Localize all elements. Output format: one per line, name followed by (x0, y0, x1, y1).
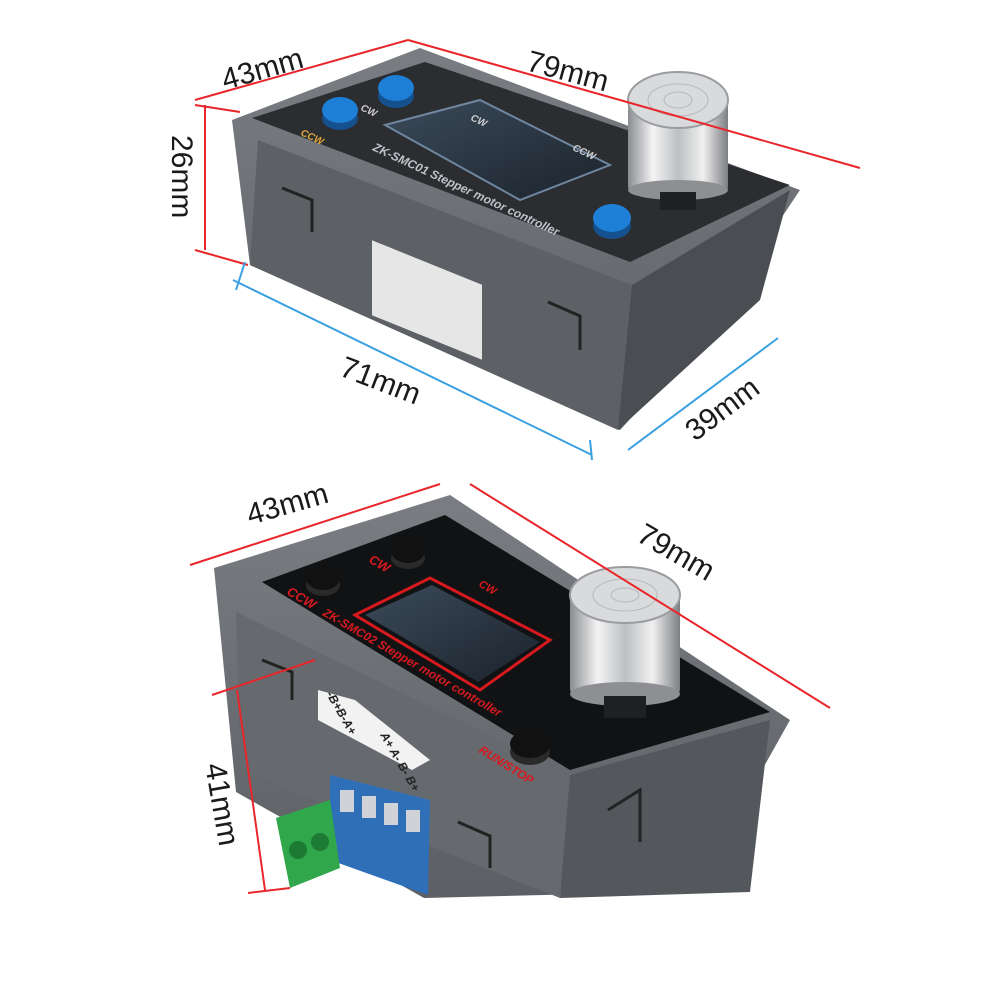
bottom-clip-slot-left (261, 658, 294, 700)
top-clip-slot-left (281, 186, 314, 232)
top-case-right (618, 190, 790, 430)
top-dim-cutout-length: 71mm (335, 351, 425, 412)
top-clip-slot-right (547, 300, 582, 350)
top-dim-cutout-depth: 39mm (679, 371, 765, 448)
bottom-button-run-stop[interactable] (510, 730, 550, 765)
bottom-button-cw[interactable] (391, 539, 425, 569)
bottom-screen (365, 585, 540, 682)
bottom-clip-slot-right (457, 820, 492, 868)
top-screen (382, 98, 613, 202)
top-white-connector (372, 240, 482, 360)
bottom-knob[interactable] (569, 566, 681, 718)
bottom-case-right (560, 720, 770, 898)
top-button-ccw[interactable] (322, 97, 358, 130)
bottom-dimensions (189, 483, 831, 894)
top-knob[interactable] (627, 71, 729, 210)
bottom-terminal-plate (318, 690, 430, 770)
bottom-terminal-block-green[interactable] (276, 800, 340, 888)
top-dim-depth: 43mm (218, 42, 307, 97)
top-device: CCW CW CW CCW ZK-SMC01 Stepper motor con… (232, 48, 800, 430)
top-button-run-stop[interactable] (593, 204, 631, 239)
bottom-clip-slot-side (607, 787, 642, 842)
bottom-screen-frame (351, 576, 553, 692)
bottom-terminal-block-blue[interactable] (330, 775, 430, 895)
bottom-button-ccw[interactable] (306, 566, 340, 596)
top-dim-height: 26mm (165, 135, 198, 218)
bottom-device: CCW CW CW ZK-SMC02 Stepper motor control… (214, 495, 790, 898)
top-dim-length: 79mm (523, 45, 612, 98)
top-button-cw[interactable] (378, 75, 414, 108)
top-dimensions (194, 39, 861, 461)
